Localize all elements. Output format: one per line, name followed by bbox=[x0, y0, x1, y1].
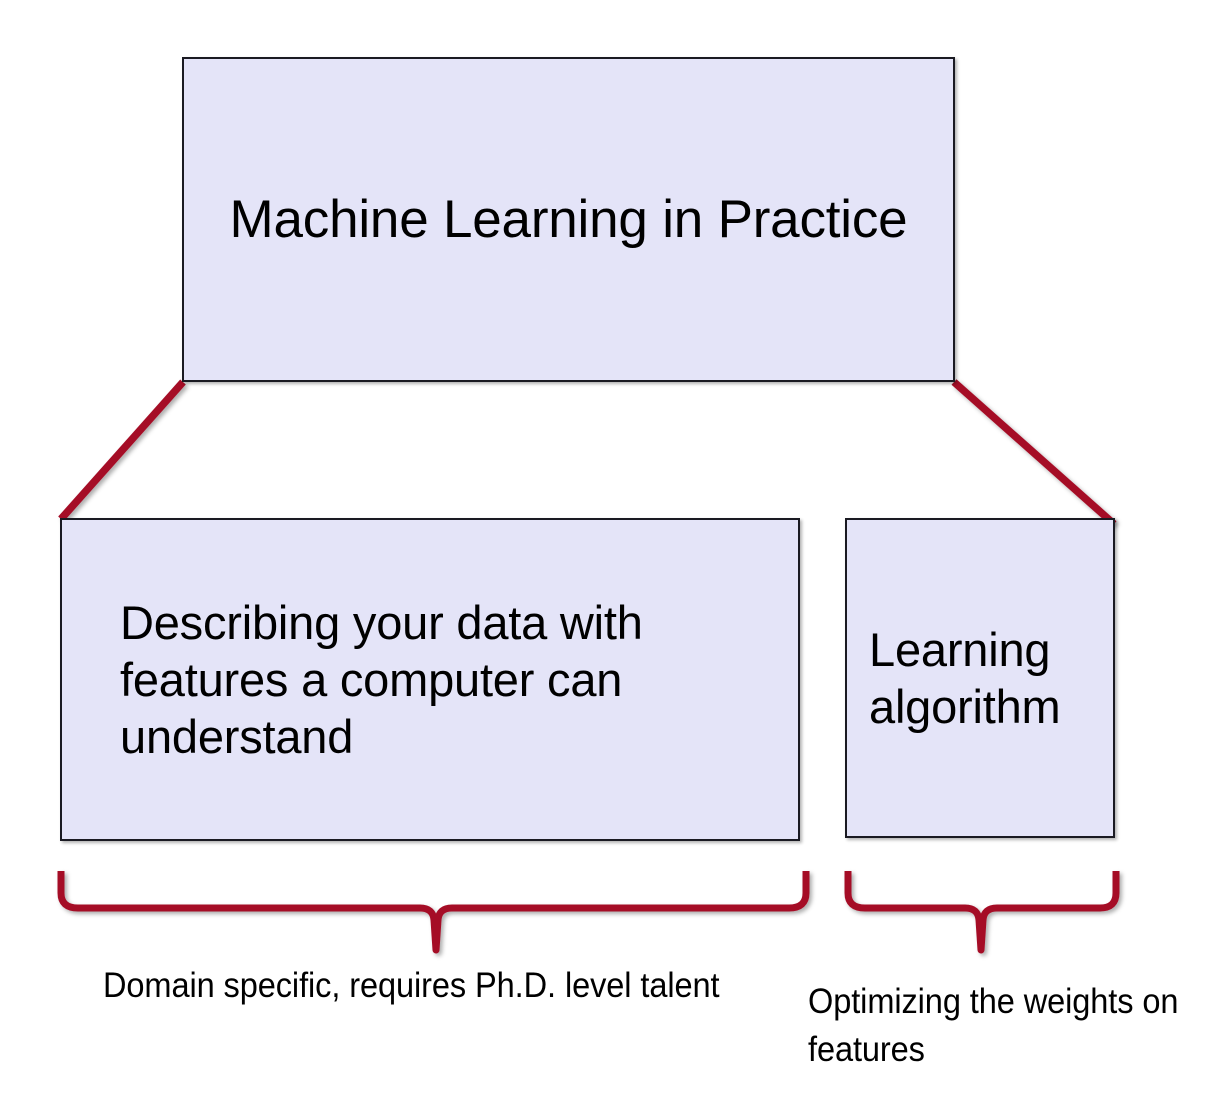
connector-root-to-algorithm bbox=[951, 379, 1117, 527]
node-describing-your-data[interactable]: Describing your data with features a com… bbox=[60, 518, 800, 841]
node-learning-algorithm[interactable]: Learning algorithm bbox=[845, 518, 1115, 838]
caption-domain-specific: Domain specific, requires Ph.D. level ta… bbox=[103, 966, 720, 1005]
node-root-label: Machine Learning in Practice bbox=[229, 189, 908, 249]
brace-algorithm bbox=[844, 871, 1120, 954]
node-features-label: Describing your data with features a com… bbox=[120, 595, 643, 764]
node-machine-learning-in-practice[interactable]: Machine Learning in Practice bbox=[182, 57, 955, 382]
brace-features bbox=[57, 871, 810, 954]
connector-root-to-features bbox=[58, 379, 186, 522]
caption-optimizing-weights: Optimizing the weights on features bbox=[808, 982, 1179, 1070]
node-algorithm-label: Learning algorithm bbox=[869, 622, 1061, 733]
